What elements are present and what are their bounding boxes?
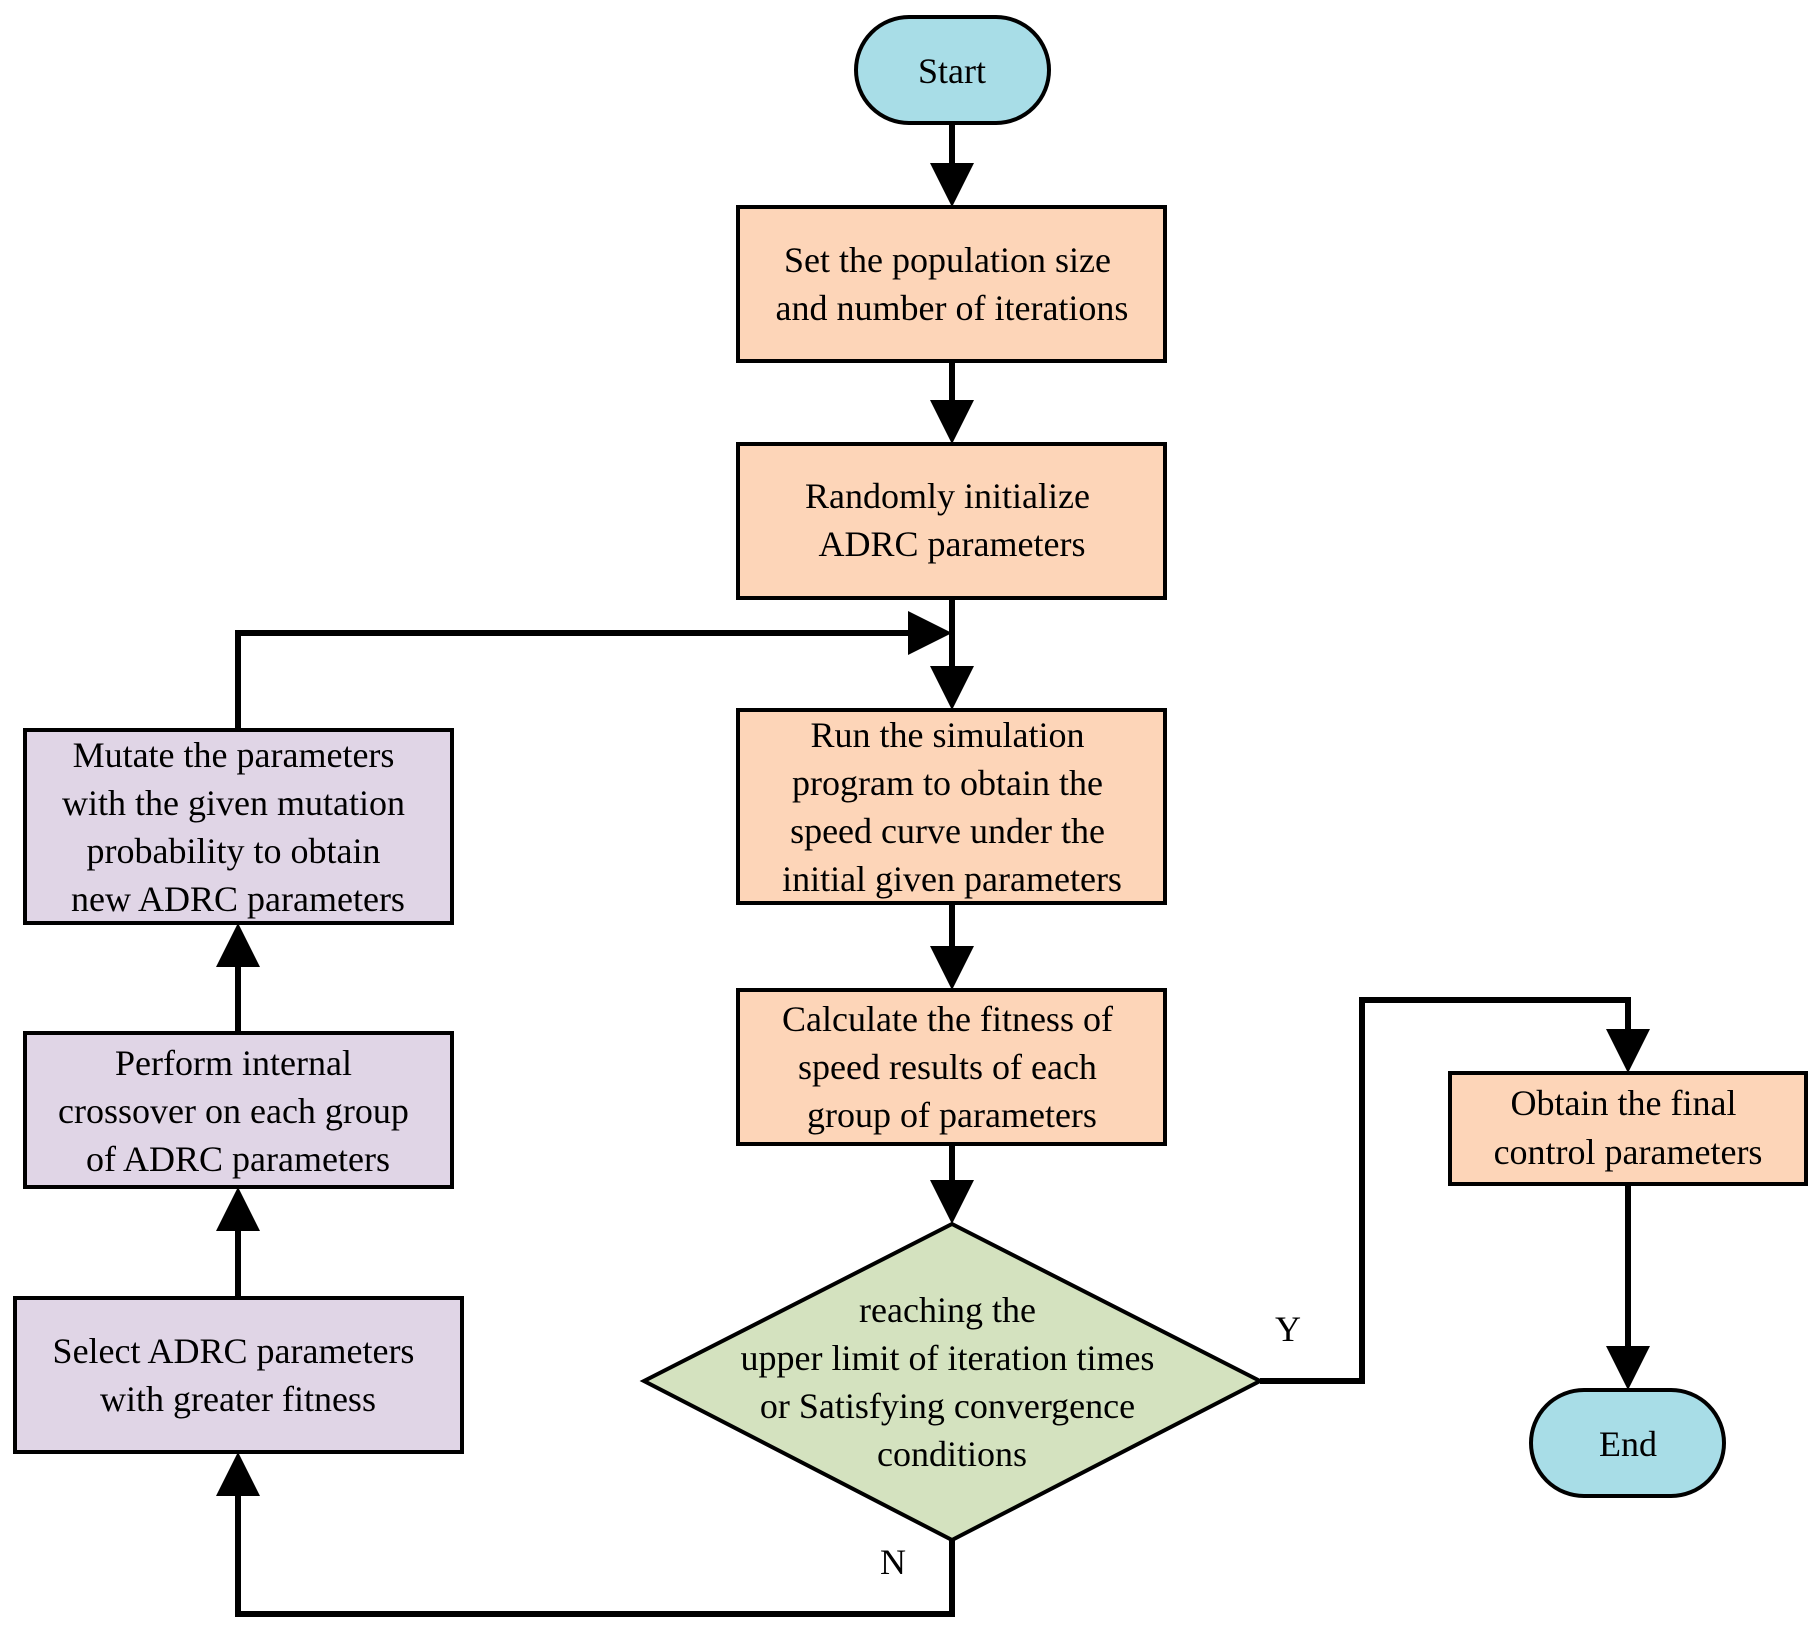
random-init-line: Randomly initialize [805, 476, 1090, 516]
select-params-line: Select ADRC parameters [53, 1331, 415, 1371]
arrow-right-head [908, 611, 952, 655]
set-population-box [736, 205, 1167, 363]
crossover-box [23, 1031, 454, 1189]
arrow-down-head [1606, 1346, 1650, 1390]
calc-fitness-box [736, 988, 1167, 1146]
crossover-line: Perform internal [115, 1043, 352, 1083]
final-params-line: control parameters [1494, 1132, 1763, 1172]
connectors [216, 123, 1650, 1617]
arrow-up-head [216, 1187, 260, 1231]
yes-label: Y [1275, 1309, 1301, 1349]
mutate-node: Mutate the parameters with the given mut… [23, 728, 454, 925]
arrow-up-head [216, 923, 260, 967]
start-label: Start [918, 51, 986, 91]
end-label: End [1599, 1424, 1657, 1464]
calc-fitness-node: Calculate the fitness of speed results o… [736, 988, 1167, 1146]
decision-line: upper limit of iteration times [741, 1338, 1155, 1378]
mutate-label: Mutate the parameters with the given mut… [62, 735, 414, 919]
mutate-line: Mutate the parameters [73, 735, 395, 775]
calc-fitness-line: Calculate the fitness of [782, 999, 1113, 1039]
arrow-down-head [930, 946, 974, 990]
decision-line: reaching the [859, 1290, 1036, 1330]
crossover-line: of ADRC parameters [86, 1139, 390, 1179]
crossover-node: Perform internal crossover on each group… [23, 1031, 454, 1189]
decision-diamond [639, 1221, 1265, 1543]
run-simulation-line: initial given parameters [782, 859, 1122, 899]
calc-fitness-label: Calculate the fitness of speed results o… [782, 999, 1122, 1135]
mutate-line: probability to obtain [87, 831, 381, 871]
end-label-line: End [1599, 1424, 1657, 1464]
crossover-line: crossover on each group [58, 1091, 409, 1131]
arrow-down-head [1606, 1029, 1650, 1073]
arrow-down-head [930, 666, 974, 710]
select-params-node: Select ADRC parameters with greater fitn… [13, 1296, 464, 1454]
run-simulation-node: Run the simulation program to obtain the… [736, 708, 1167, 905]
final-params-label: Obtain the final control parameters [1494, 1083, 1763, 1172]
final-params-line: Obtain the final [1511, 1083, 1737, 1123]
decision-node: reaching the upper limit of iteration ti… [639, 1221, 1265, 1543]
select-params-box [13, 1296, 464, 1454]
random-init-label: Randomly initialize ADRC parameters [805, 476, 1099, 564]
end-node: End [1529, 1388, 1726, 1498]
end-shape [1529, 1388, 1726, 1498]
calc-fitness-line: speed results of each [798, 1047, 1097, 1087]
arrow-down-head [930, 400, 974, 444]
arrow-down-head [930, 163, 974, 207]
run-simulation-box [736, 708, 1167, 905]
set-population-node: Set the population size and number of it… [736, 205, 1167, 363]
decision-line: or Satisfying convergence [760, 1386, 1135, 1426]
run-simulation-line: program to obtain the [792, 763, 1103, 803]
start-label-line: Start [918, 51, 986, 91]
set-population-label: Set the population size and number of it… [776, 240, 1129, 328]
decision-label: reaching the upper limit of iteration ti… [741, 1290, 1164, 1474]
final-params-node: Obtain the final control parameters [1448, 1071, 1808, 1186]
edge-decision-no [235, 1494, 955, 1617]
final-params-box [1448, 1071, 1808, 1186]
random-init-box [736, 442, 1167, 600]
set-population-line: Set the population size [784, 240, 1111, 280]
no-label: N [880, 1542, 906, 1582]
select-params-label: Select ADRC parameters with greater fitn… [53, 1331, 424, 1419]
mutate-line: with the given mutation [62, 783, 405, 823]
run-simulation-line: Run the simulation [811, 715, 1085, 755]
run-simulation-label: Run the simulation program to obtain the… [782, 715, 1122, 899]
mutate-line: new ADRC parameters [71, 879, 405, 919]
crossover-label: Perform internal crossover on each group… [58, 1043, 418, 1179]
edge-mutate-loopback [235, 630, 910, 730]
set-population-line: and number of iterations [776, 288, 1129, 328]
arrow-down-head [930, 1180, 974, 1224]
edge-decision-yes [1260, 997, 1631, 1384]
random-init-node: Randomly initialize ADRC parameters [736, 442, 1167, 600]
start-node: Start [854, 15, 1051, 125]
run-simulation-line: speed curve under the [790, 811, 1105, 851]
random-init-line: ADRC parameters [819, 524, 1086, 564]
arrow-up-head [216, 1452, 260, 1496]
calc-fitness-line: group of parameters [807, 1095, 1097, 1135]
decision-line: conditions [877, 1434, 1027, 1474]
select-params-line: with greater fitness [100, 1379, 376, 1419]
